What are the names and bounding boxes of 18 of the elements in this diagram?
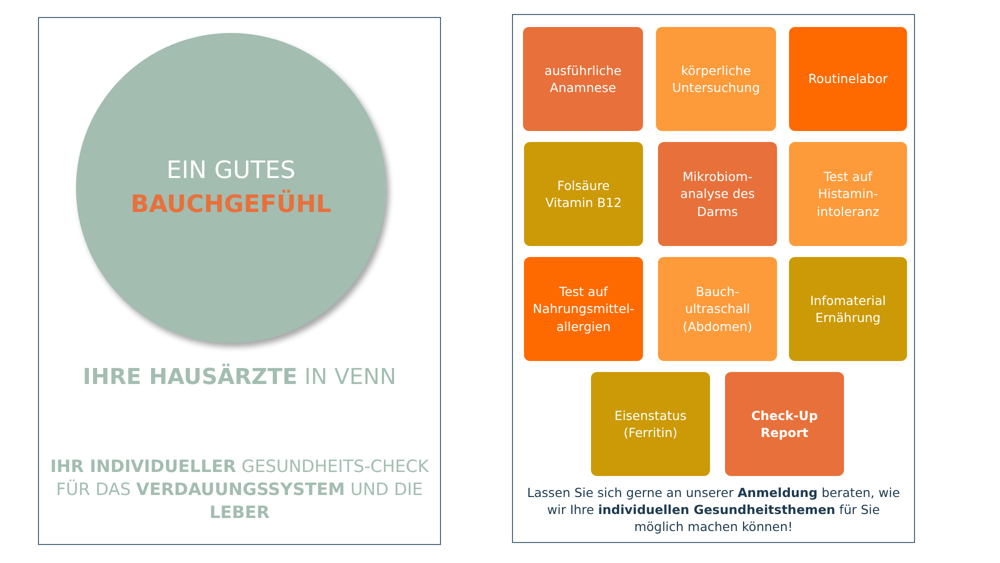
- service-tile: körperliche Untersuchung: [656, 27, 776, 131]
- service-tile: ausführliche Anamnese: [523, 27, 643, 131]
- note-text: Lassen Sie sich gerne an unserer Anmeldung beraten, wie wir Ihre individuellen Gesundheitsthemen für Sie möglich machen können!: [526, 485, 901, 536]
- service-tile: Mikrobiom-analyse des Darms: [658, 142, 777, 246]
- slogan-highlight: BAUCHGEFÜHL: [130, 188, 332, 220]
- service-tile: Infomaterial Ernährung: [789, 257, 907, 361]
- subheading: IHR INDIVIDUELLER GESUNDHEITS-CHECK FÜR DAS VERDAUUNGSSYSTEM UND DIE LEBER: [49, 456, 430, 525]
- poster-panel: [38, 17, 441, 545]
- service-tile: Check-Up Report: [725, 372, 844, 476]
- slogan-text: EIN GUTES: [166, 155, 296, 186]
- heading: IHRE HAUSÄRZTE IN VENN: [82, 363, 398, 392]
- service-tile: Bauch-ultraschall (Abdomen): [658, 257, 777, 361]
- service-tile: Test auf Nahrungsmittel-allergien: [524, 257, 643, 361]
- service-tile: Routinelabor: [789, 27, 907, 131]
- services-panel: [512, 14, 915, 543]
- service-tile: Eisenstatus (Ferritin): [591, 372, 710, 476]
- service-tile: Test auf Histamin-intoleranz: [789, 142, 907, 246]
- service-tile: Folsäure Vitamin B12: [524, 142, 643, 246]
